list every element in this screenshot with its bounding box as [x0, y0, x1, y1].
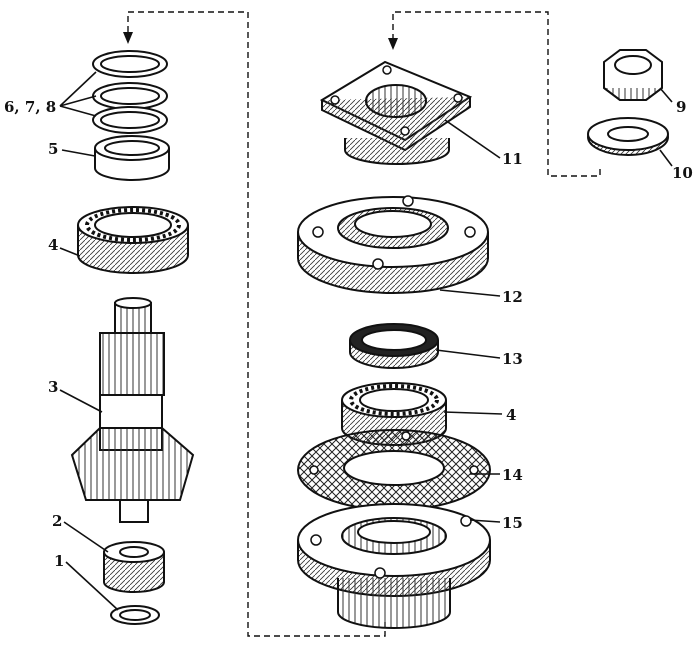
flange-11 — [319, 60, 473, 165]
label-part-1: 1 — [54, 552, 64, 570]
housing-15 — [297, 503, 491, 629]
label-part-5: 5 — [48, 140, 58, 158]
pinion-shaft-3 — [70, 297, 195, 523]
cover-plate-12 — [297, 195, 489, 294]
washer-10 — [587, 117, 669, 156]
label-part-9: 9 — [676, 98, 686, 116]
label-parts-6-7-8: 6, 7, 8 — [4, 98, 56, 116]
gasket-14 — [297, 429, 491, 511]
label-part-12: 12 — [502, 288, 523, 306]
label-part-10: 10 — [672, 164, 693, 182]
leader-lines — [59, 71, 673, 611]
label-part-4-left: 4 — [48, 236, 58, 254]
oil-seal-13 — [349, 323, 439, 369]
bearing-race-5 — [94, 135, 170, 181]
label-part-4-right: 4 — [506, 406, 516, 424]
label-part-11: 11 — [502, 150, 523, 168]
label-part-14: 14 — [502, 466, 523, 484]
label-part-13: 13 — [502, 350, 523, 368]
label-part-15: 15 — [502, 514, 523, 532]
nut-9 — [603, 49, 663, 101]
snap-ring-1 — [110, 605, 160, 625]
assembly-path-right — [388, 11, 601, 177]
label-part-2: 2 — [52, 512, 62, 530]
roller-bearing-4-left — [77, 206, 189, 274]
pilot-bearing-2 — [103, 541, 165, 593]
label-part-3: 3 — [48, 378, 58, 396]
shim-rings-6-7-8 — [92, 50, 168, 134]
assembly-path-left — [123, 11, 386, 637]
